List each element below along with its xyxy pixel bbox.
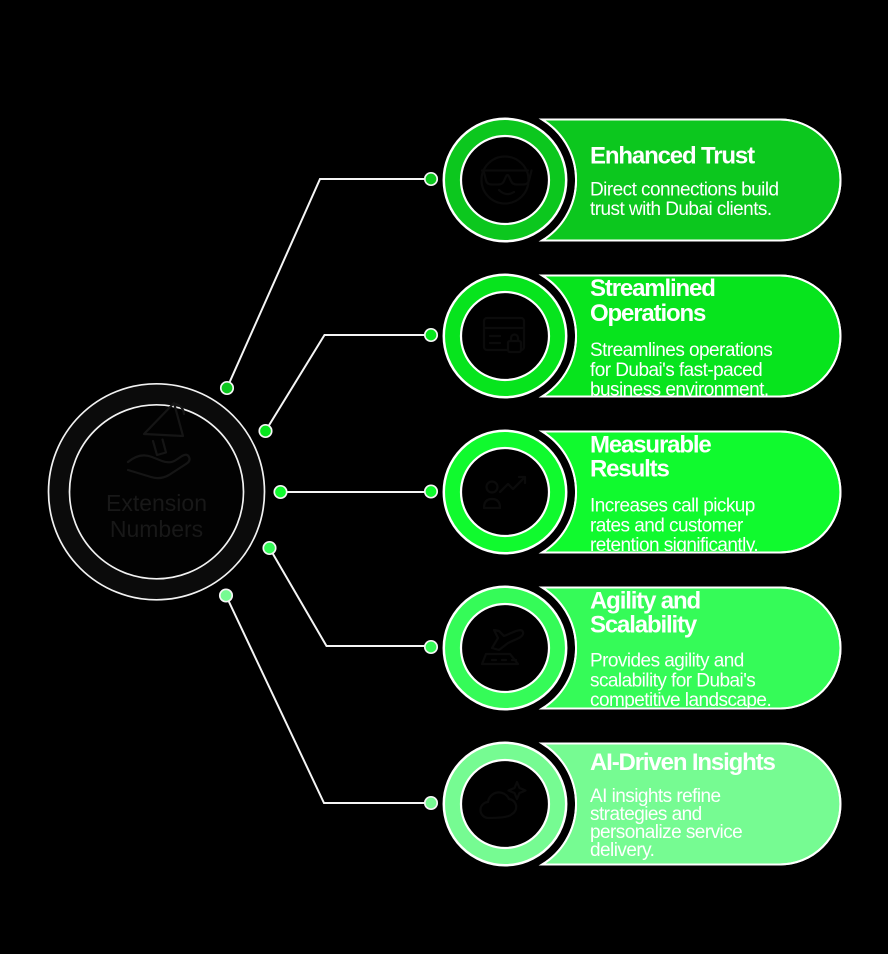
- svg-text:personalize service: personalize service: [590, 822, 742, 843]
- svg-text:AI insights refine: AI insights refine: [590, 786, 721, 807]
- svg-text:Increases call pickup: Increases call pickup: [590, 496, 755, 517]
- svg-text:Direct connections build: Direct connections build: [590, 180, 779, 201]
- svg-text:delivery.: delivery.: [590, 840, 654, 861]
- svg-text:trust with Dubai clients.: trust with Dubai clients.: [590, 199, 772, 220]
- svg-text:Provides agility and: Provides agility and: [590, 651, 744, 672]
- svg-text:Extension: Extension: [106, 490, 207, 516]
- svg-text:Streamlines operations: Streamlines operations: [590, 340, 772, 361]
- svg-text:competitive landscape.: competitive landscape.: [590, 690, 771, 711]
- svg-text:Measurable: Measurable: [590, 432, 711, 459]
- svg-text:Numbers: Numbers: [110, 516, 203, 542]
- svg-text:for Dubai's fast-paced: for Dubai's fast-paced: [590, 360, 762, 381]
- svg-text:Agility and: Agility and: [590, 588, 701, 615]
- svg-text:Streamlined: Streamlined: [590, 275, 715, 302]
- svg-text:rates and customer: rates and customer: [590, 516, 744, 537]
- svg-text:business environment.: business environment.: [590, 380, 769, 401]
- svg-text:Enhanced Trust: Enhanced Trust: [590, 143, 755, 170]
- svg-text:scalability for Dubai's: scalability for Dubai's: [590, 670, 755, 691]
- svg-text:Scalability: Scalability: [590, 612, 698, 639]
- svg-text:strategies and: strategies and: [590, 804, 702, 825]
- svg-text:retention significantly.: retention significantly.: [590, 535, 758, 556]
- svg-text:Results: Results: [590, 456, 669, 483]
- svg-text:Operations: Operations: [590, 300, 706, 327]
- svg-text:AI-Driven Insights: AI-Driven Insights: [590, 749, 775, 776]
